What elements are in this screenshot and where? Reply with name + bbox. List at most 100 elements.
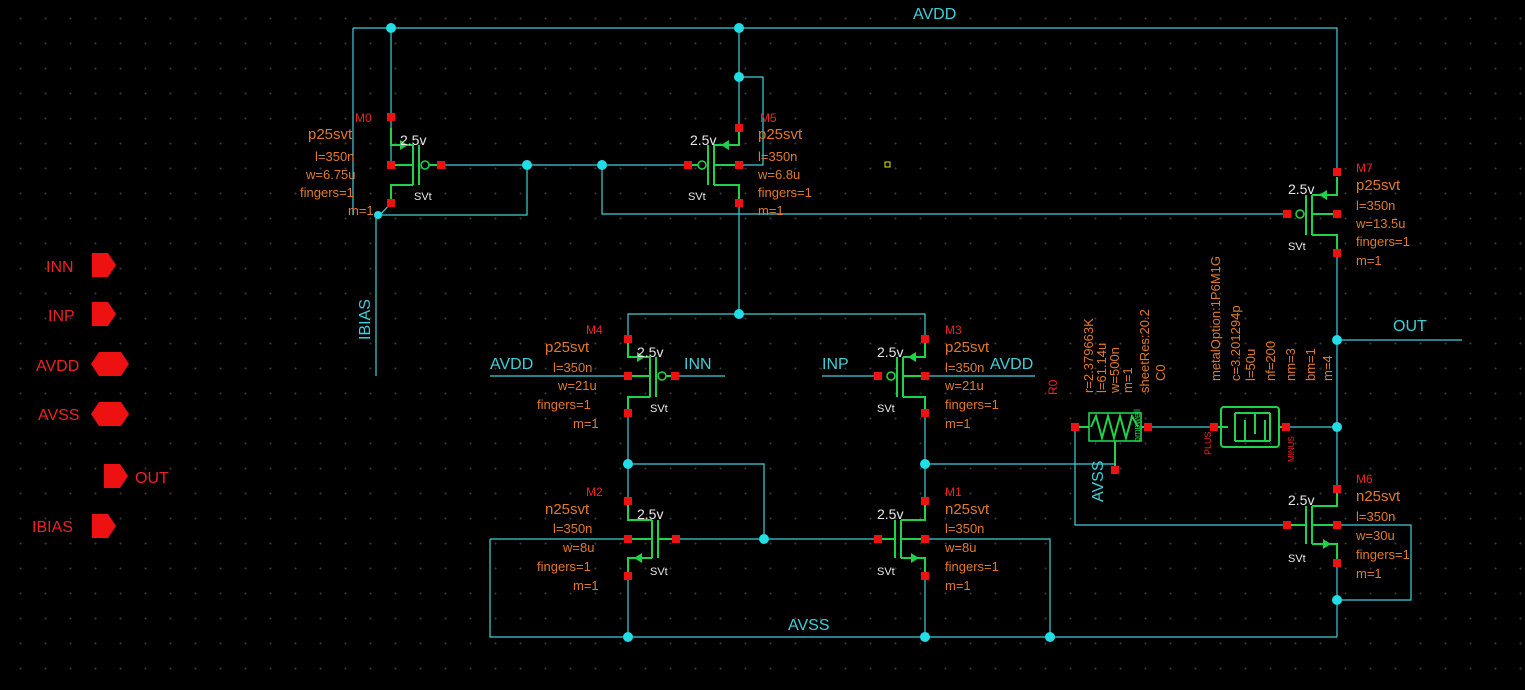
m5-labels: M5 p25svt l=350n w=6.8u fingers=1 m=1 2.…	[688, 111, 812, 218]
svg-text:l=61.14u: l=61.14u	[1094, 343, 1109, 393]
svg-text:l=350n: l=350n	[553, 360, 592, 375]
capacitor-c0[interactable]	[1214, 406, 1286, 448]
svg-text:C0: C0	[1153, 364, 1168, 381]
svg-text:w=13.5u: w=13.5u	[1355, 216, 1406, 231]
wires	[352, 27, 1462, 638]
mosfet-m7[interactable]	[1295, 177, 1338, 253]
pin-avss[interactable]: AVSS	[38, 402, 129, 426]
selection-marker	[884, 161, 891, 168]
svg-text:bm=1: bm=1	[1303, 348, 1318, 381]
svg-text:m=1: m=1	[945, 578, 971, 593]
pin-inn[interactable]: INN	[46, 253, 116, 277]
svg-text:fingers=1: fingers=1	[945, 397, 999, 412]
r0-labels: R0 r=2.379663K l=61.14u w=500n m=1 sheet…	[1046, 309, 1152, 442]
svg-text:l=350n: l=350n	[758, 149, 797, 164]
net-label-inn: INN	[684, 356, 712, 373]
svg-text:m=4: m=4	[1320, 355, 1335, 381]
svg-text:OUT: OUT	[135, 470, 169, 487]
svg-text:p25svt: p25svt	[545, 339, 590, 356]
svg-text:sheetRes:20.2: sheetRes:20.2	[1137, 309, 1152, 393]
svg-text:w=6.8u: w=6.8u	[757, 167, 800, 182]
pin-out[interactable]: OUT	[104, 464, 169, 488]
svg-text:M7: M7	[1356, 161, 1373, 175]
m0-labels: M0 p25svt l=350n w=6.75u fingers=1 m=1 2…	[300, 111, 432, 218]
svg-text:fingers=1: fingers=1	[1356, 547, 1410, 562]
svg-text:r=2.379663K: r=2.379663K	[1081, 318, 1096, 393]
svg-text:w=21u: w=21u	[944, 378, 984, 393]
svg-text:fingers=1: fingers=1	[1356, 234, 1410, 249]
svg-text:SVt: SVt	[877, 403, 895, 415]
svg-text:m=1: m=1	[1356, 253, 1382, 268]
wire-avss-rail[interactable]	[489, 539, 1337, 638]
svg-text:SVt: SVt	[877, 566, 895, 578]
net-label-out: OUT	[1393, 318, 1427, 335]
svg-text:c=3.201294p: c=3.201294p	[1228, 305, 1243, 381]
svg-text:M1: M1	[945, 485, 962, 499]
m1-labels: M1 n25svt l=350n w=8u fingers=1 m=1 2.5v…	[877, 485, 999, 593]
svg-text:n25svt: n25svt	[545, 501, 590, 518]
svg-text:metalOption:1P6M1G: metalOption:1P6M1G	[1208, 256, 1223, 381]
svg-text:fingers=1: fingers=1	[945, 559, 999, 574]
svg-text:M4: M4	[586, 323, 603, 337]
svg-text:2.5v: 2.5v	[1288, 492, 1314, 508]
svg-text:w=500n: w=500n	[1107, 347, 1122, 394]
svg-text:MINUS: MINUS	[1287, 436, 1296, 462]
terminals	[387, 113, 1341, 580]
svg-text:m=1: m=1	[573, 416, 599, 431]
svg-text:p25svt: p25svt	[1356, 177, 1401, 194]
svg-text:SVt: SVt	[1288, 241, 1306, 253]
svg-text:p25svt: p25svt	[758, 126, 803, 143]
svg-text:l=350n: l=350n	[1356, 198, 1395, 213]
svg-text:2.5v: 2.5v	[1288, 181, 1314, 197]
svg-text:SVt: SVt	[688, 191, 706, 203]
mosfet-m6[interactable]	[1287, 489, 1338, 563]
svg-text:M5: M5	[760, 111, 777, 125]
svg-text:nf=200: nf=200	[1263, 341, 1278, 381]
svg-text:l=350n: l=350n	[1356, 509, 1395, 524]
mosfet-m3[interactable]	[886, 339, 926, 413]
svg-text:2.5v: 2.5v	[637, 506, 663, 522]
svg-text:m=1: m=1	[945, 416, 971, 431]
wire-avdd-rail[interactable]	[353, 27, 1338, 172]
m7-labels: M7 p25svt l=350n w=13.5u fingers=1 m=1 2…	[1288, 161, 1410, 268]
pin-list: INN INP AVDD AVSS OUT IBIAS	[32, 253, 169, 538]
svg-text:fingers=1: fingers=1	[537, 559, 591, 574]
svg-text:nm=3: nm=3	[1283, 348, 1298, 381]
svg-text:fingers=1: fingers=1	[537, 397, 591, 412]
net-label-avdd: AVDD	[913, 6, 956, 23]
svg-text:l=350n: l=350n	[945, 521, 984, 536]
pin-ibias[interactable]: IBIAS	[32, 514, 116, 538]
junctions	[374, 23, 1342, 642]
net-label-m3-src: AVDD	[990, 356, 1033, 373]
svg-text:l=350n: l=350n	[553, 521, 592, 536]
svg-text:2.5v: 2.5v	[690, 132, 716, 148]
m3-labels: M3 p25svt l=350n w=21u fingers=1 m=1 2.5…	[877, 323, 999, 431]
svg-text:INP: INP	[48, 308, 75, 325]
svg-text:SVt: SVt	[414, 191, 432, 203]
svg-text:w=6.75u: w=6.75u	[305, 167, 356, 182]
mosfet-m0[interactable]	[390, 128, 441, 203]
svg-text:SVt: SVt	[650, 566, 668, 578]
svg-text:SVt: SVt	[650, 403, 668, 415]
mosfet-m5[interactable]	[688, 128, 740, 203]
svg-text:IBIAS: IBIAS	[32, 519, 73, 536]
svg-text:M3: M3	[945, 323, 962, 337]
pin-avdd[interactable]: AVDD	[36, 352, 129, 376]
svg-text:p25svt: p25svt	[308, 126, 353, 143]
svg-text:m=1: m=1	[1120, 367, 1135, 393]
svg-text:fingers=1: fingers=1	[758, 185, 812, 200]
svg-text:fingers=1: fingers=1	[300, 185, 354, 200]
pin-inp[interactable]: INP	[48, 302, 116, 326]
m2-labels: M2 n25svt l=350n w=8u fingers=1 m=1 2.5v…	[537, 485, 668, 593]
svg-text:ompwell: ompwell	[1132, 409, 1142, 442]
svg-text:w=21u: w=21u	[557, 378, 597, 393]
svg-text:AVDD: AVDD	[36, 358, 79, 375]
net-label-ibias: IBIAS	[357, 299, 374, 340]
svg-text:M2: M2	[586, 485, 603, 499]
c0-labels: C0 metalOption:1P6M1G c=3.201294p l=50u …	[1153, 256, 1335, 462]
svg-text:AVSS: AVSS	[38, 407, 80, 424]
svg-text:w=8u: w=8u	[562, 540, 594, 555]
svg-text:PLUS: PLUS	[1203, 431, 1213, 455]
